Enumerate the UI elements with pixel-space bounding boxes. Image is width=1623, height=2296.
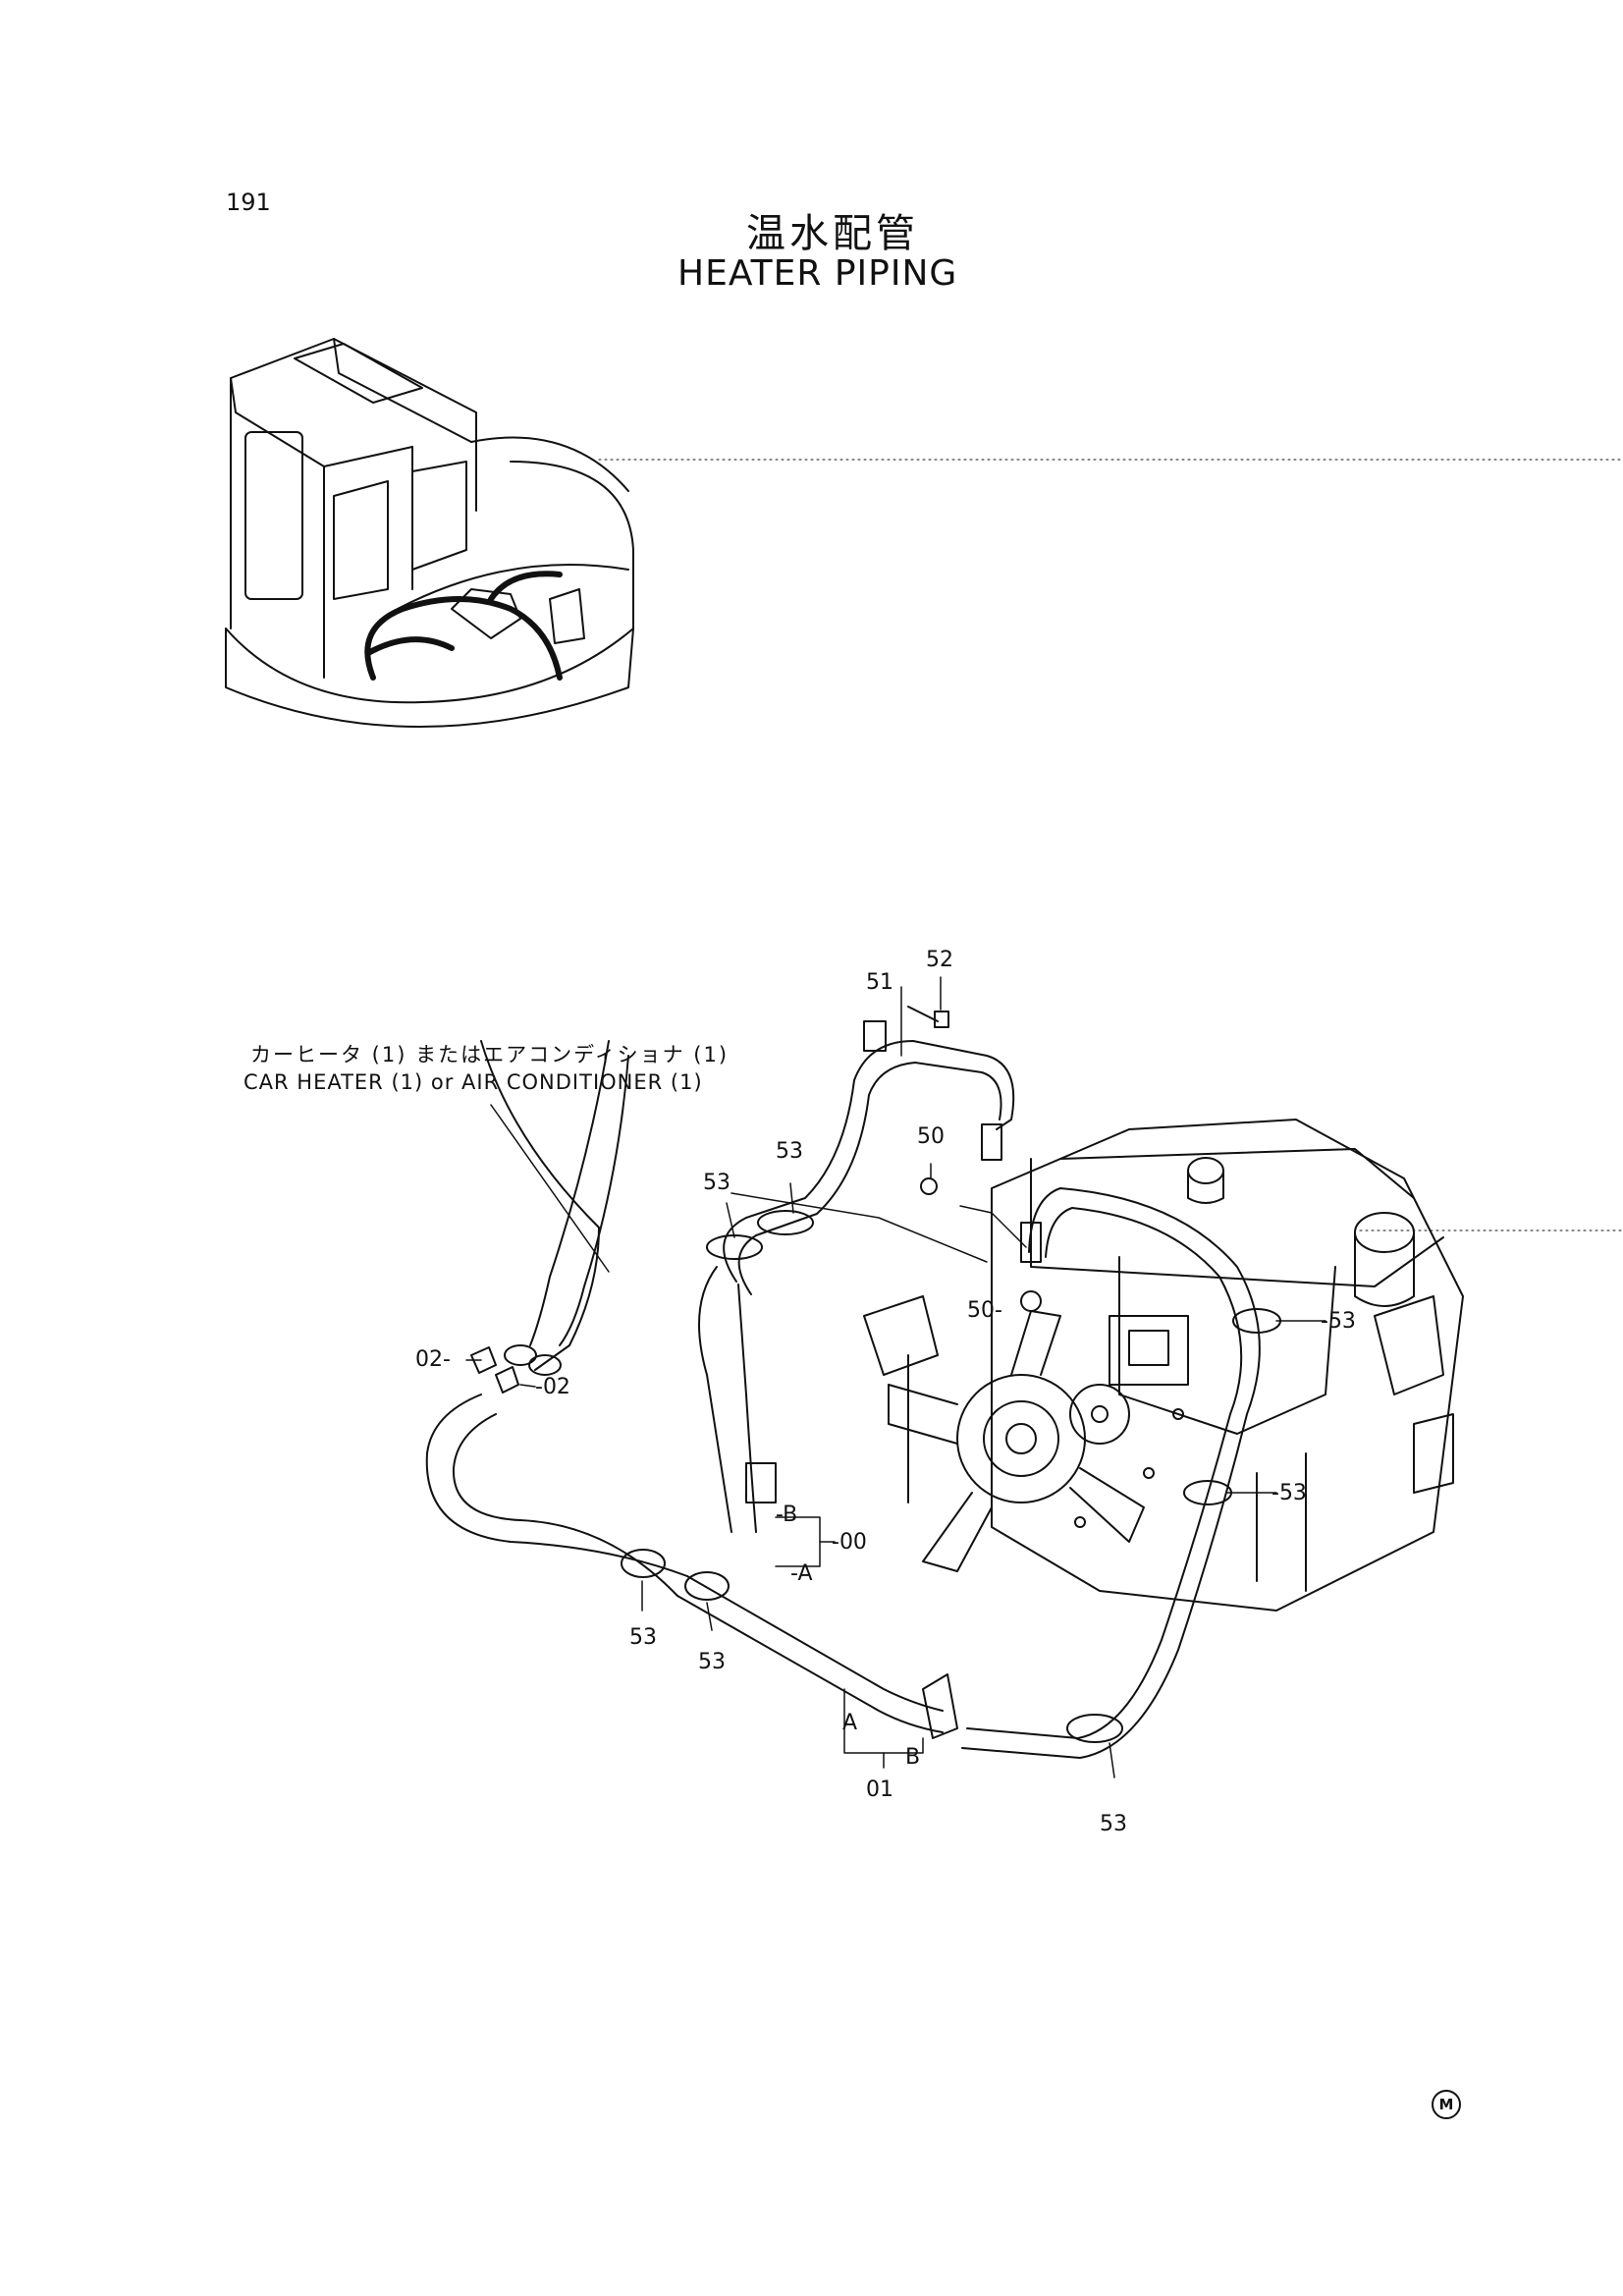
ref-label-a-top: -A: [790, 1561, 813, 1586]
part-label-53-b: 53: [776, 1139, 803, 1164]
engine-block: [863, 1119, 1464, 1612]
part-label-53-e: 53: [629, 1625, 657, 1650]
part-label-53-a: 53: [703, 1171, 730, 1195]
page-title: HEATER PIPING: [677, 253, 958, 294]
part-label-52: 52: [926, 948, 953, 972]
part-label-01: 01: [866, 1777, 893, 1802]
part-label-51: 51: [866, 970, 893, 995]
part-label-53-d: -53: [1271, 1481, 1307, 1505]
page-number: 191: [226, 189, 271, 216]
part-label-53-f: 53: [698, 1650, 726, 1674]
page-title-japanese: 温水配管: [746, 211, 919, 256]
ref-label-b-top: -B: [776, 1503, 798, 1527]
part-label-02-left: 02-: [415, 1347, 451, 1372]
part-label-53-c: -53: [1321, 1309, 1356, 1334]
ref-label-a-bottom: A: [842, 1711, 858, 1735]
callout-japanese: カーヒータ (1) またはエアコンディショナ (1): [250, 1043, 730, 1066]
part-label-00: -00: [832, 1530, 867, 1555]
heater-hoses: [425, 1006, 1281, 1759]
part-label-50-top: 50: [917, 1124, 945, 1149]
part-label-53-g: 53: [1100, 1812, 1127, 1836]
part-label-50-mid: 50-: [967, 1298, 1002, 1323]
excavator-overview-illustration: [225, 338, 634, 728]
ref-label-b-bottom: B: [905, 1745, 921, 1770]
callout-car-heater: CAR HEATER (1) or AIR CONDITIONER (1): [243, 1070, 703, 1094]
part-label-02-right: -02: [535, 1375, 570, 1399]
circled-m-mark: M: [1432, 2090, 1461, 2119]
leader-lines: [465, 976, 1326, 1778]
